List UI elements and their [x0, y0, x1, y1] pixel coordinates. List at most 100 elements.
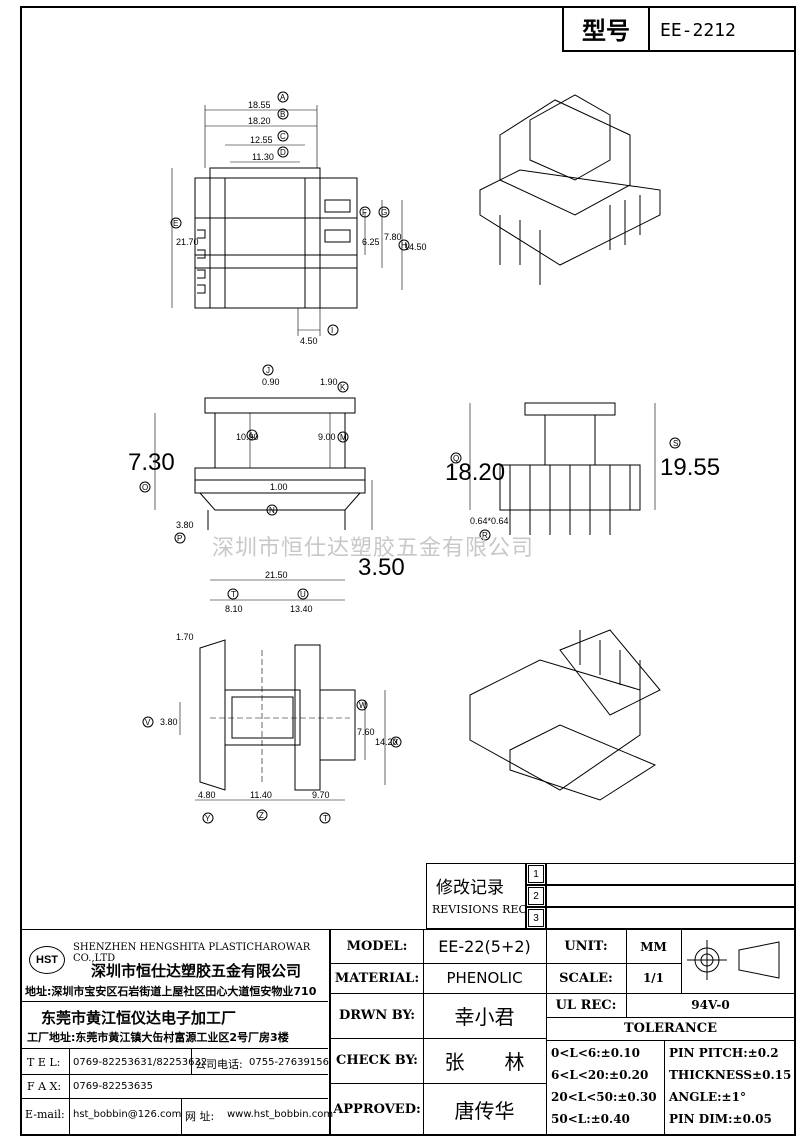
model-value: EE-22(5+2) — [438, 937, 531, 956]
svg-text:T: T — [231, 590, 236, 599]
callout-k: K — [337, 381, 349, 393]
svg-text:R: R — [482, 531, 488, 540]
svg-text:H: H — [401, 241, 407, 250]
drawn-value: 幸小君 — [454, 1005, 515, 1029]
tolerance-0: 0<L<6:±0.10 — [551, 1046, 640, 1060]
pin-tol-0: PIN PITCH:±0.2 — [669, 1046, 779, 1060]
dim-c: 12.55 — [250, 135, 273, 145]
callout-q: Q — [450, 452, 462, 464]
svg-text:K: K — [340, 383, 346, 392]
dim-x: 14.20 — [375, 737, 398, 747]
projection-symbol — [687, 940, 780, 980]
svg-text:A: A — [280, 93, 286, 102]
svg-text:E: E — [173, 219, 178, 228]
revision-mark-3: 3 — [528, 909, 544, 927]
scale-label: SCALE: — [559, 970, 613, 986]
callout-g: G — [378, 206, 390, 218]
tel-value: 0769-82253631/82253632 — [73, 1057, 208, 1068]
callout-f: F — [359, 206, 371, 218]
callout-c: C — [277, 130, 289, 142]
dim-t3: 9.70 — [312, 790, 330, 800]
callout-s: S — [669, 437, 681, 449]
callout-w: W — [356, 699, 368, 711]
dim-i: 4.50 — [300, 336, 318, 346]
dim-n: 1.00 — [270, 482, 288, 492]
company-name-cn: 深圳市恒仕达塑胶五金有限公司 — [91, 962, 302, 980]
isometric-view-bottom — [469, 629, 661, 801]
svg-text:B: B — [280, 110, 285, 119]
svg-text:U: U — [300, 590, 306, 599]
dim-slant: 1.70 — [176, 632, 194, 642]
svg-text:F: F — [362, 208, 367, 217]
isometric-view-top — [479, 94, 661, 285]
svg-text:V: V — [145, 718, 151, 727]
bottom-view — [179, 579, 386, 801]
company-block: HST SHENZHEN HENGSHITA PLASTICHAROWAR CO… — [20, 929, 334, 1136]
svg-text:J: J — [266, 366, 270, 375]
web-value: www.hst_bobbin.com — [227, 1109, 334, 1120]
dim-v: 3.80 — [160, 717, 178, 727]
dim-b: 18.20 — [248, 116, 271, 126]
svg-text:Y: Y — [205, 814, 211, 823]
svg-text:W: W — [359, 701, 367, 710]
callout-j: J — [262, 364, 274, 376]
email-value: hst_bobbin@126.com — [73, 1109, 182, 1120]
dim-s: 19.55 — [660, 454, 720, 481]
approved-value: 唐传华 — [454, 1098, 515, 1123]
company-name-en: SHENZHEN HENGSHITA PLASTICHAROWAR CO.,LT… — [73, 942, 311, 964]
unit-value: MM — [640, 939, 667, 954]
dim-y: 4.80 — [198, 790, 216, 800]
revisions-title-en: REVISIONS REC — [432, 903, 527, 916]
dim-o: 7.30 — [128, 449, 175, 476]
dim-f: 6.25 — [362, 237, 380, 247]
model-label: 型号 — [562, 6, 648, 52]
svg-text:X: X — [393, 738, 399, 747]
drawn-label: DRWN BY: — [338, 1008, 416, 1023]
callout-p: P — [174, 532, 186, 544]
callout-m: M — [337, 431, 349, 443]
callout-i: I — [327, 324, 339, 336]
factory-address: 工厂地址:东莞市黄江镇大缶村富源工业区2号厂房3楼 — [27, 1031, 289, 1044]
dim-t1: 21.50 — [265, 570, 288, 580]
tel-label: T E L: — [27, 1056, 61, 1069]
model-number: EE-2212 — [648, 6, 796, 52]
revisions-title-cn: 修改记录 — [436, 878, 504, 898]
callout-t-bottom: T — [319, 812, 331, 824]
dim-p: 3.80 — [176, 520, 194, 530]
pin-view — [469, 402, 656, 535]
callout-o: O — [139, 481, 151, 493]
model-label: MODEL: — [346, 939, 408, 954]
material-value: PHENOLIC — [446, 969, 523, 987]
callout-z: Z — [256, 809, 268, 821]
watermark: 深圳市恒仕达塑胶五金有限公司 — [212, 536, 535, 561]
dim-d: 11.30 — [252, 152, 274, 162]
tolerance-1: 6<L<20:±0.20 — [551, 1068, 649, 1082]
company-logo: HST — [29, 946, 65, 974]
side-view — [154, 397, 373, 530]
callout-d: D — [277, 146, 289, 158]
callout-r: R — [479, 529, 491, 541]
dim-a: 18.55 — [248, 100, 271, 110]
callout-a: A — [277, 91, 289, 103]
fax-value: 0769-82253635 — [73, 1081, 153, 1092]
scale-value: 1/1 — [642, 971, 665, 985]
svg-text:O: O — [142, 483, 148, 492]
dim-u: 13.40 — [290, 604, 313, 614]
svg-text:N: N — [269, 506, 275, 515]
svg-text:Q: Q — [453, 454, 459, 463]
phone-value: 0755-27639156 — [249, 1057, 329, 1068]
svg-text:I: I — [331, 326, 333, 335]
phone-label: 公司电话: — [195, 1058, 243, 1071]
check-label: CHECK BY: — [336, 1053, 418, 1068]
material-label: MATERIAL: — [334, 970, 420, 986]
svg-text:L: L — [250, 431, 255, 440]
callout-y: Y — [202, 812, 214, 824]
check-value: 张 林 — [444, 1050, 525, 1074]
callout-u: U — [297, 588, 309, 600]
fax-label: F A X: — [27, 1080, 62, 1093]
callout-n: N — [266, 504, 278, 516]
web-label: 网 址: — [185, 1110, 215, 1123]
dim-g: 7.80 — [384, 232, 402, 242]
svg-text:Z: Z — [259, 811, 264, 820]
